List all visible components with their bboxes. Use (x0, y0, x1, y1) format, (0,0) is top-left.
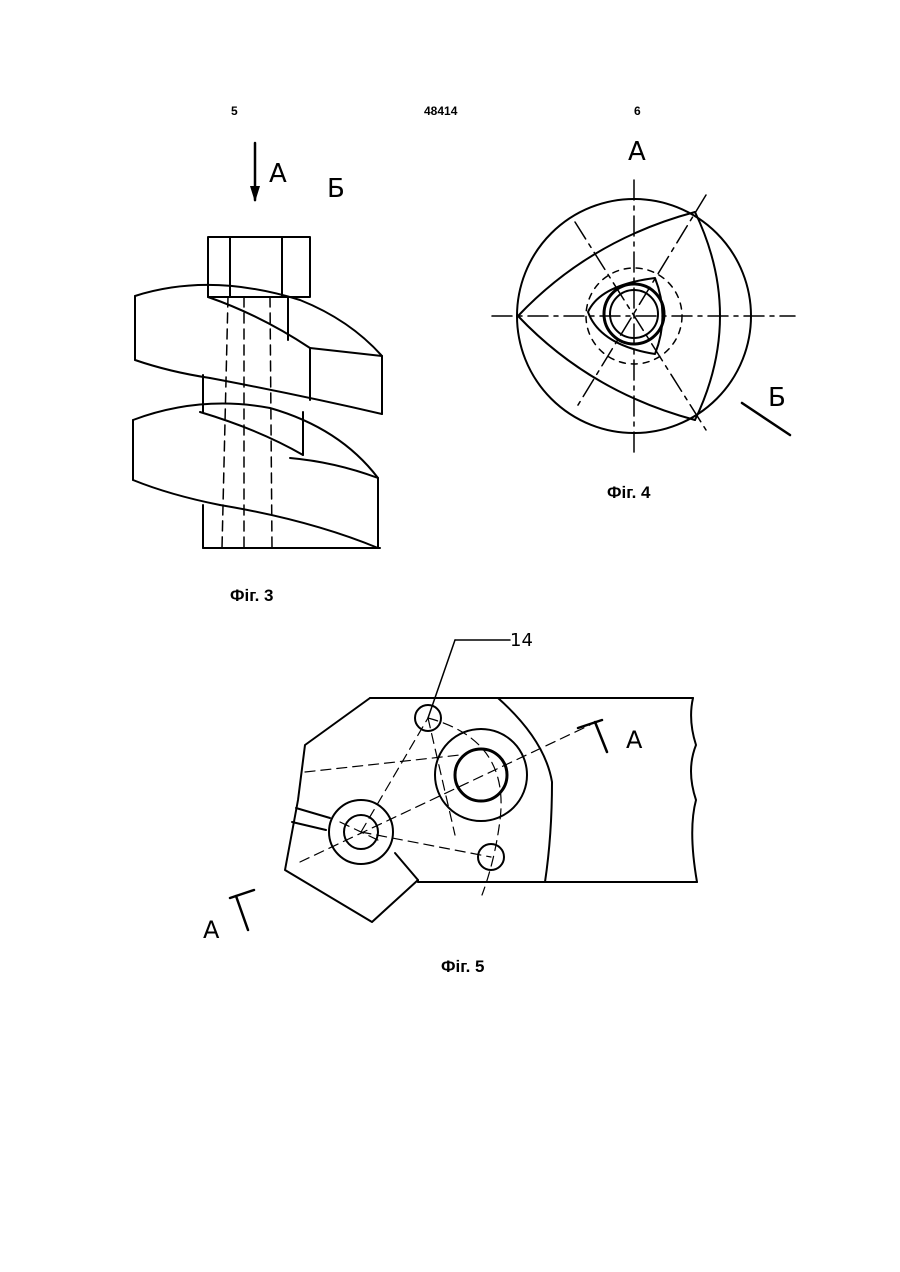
figure-4-drawing: А Б (492, 137, 795, 455)
figure-3-drawing: А Б (133, 143, 382, 548)
fig3-label-a: А (269, 159, 287, 189)
figure-5-caption: Фіг. 5 (441, 957, 485, 977)
fig3-label-b: Б (327, 174, 345, 204)
figure-5-drawing: 14 А А (203, 630, 697, 944)
fig5-label-a-left: А (203, 916, 220, 944)
fig5-label-a-right: А (626, 726, 643, 754)
fig4-label-a: А (628, 137, 646, 167)
fig5-callout-14: 14 (510, 630, 533, 651)
figure-4-caption: Фіг. 4 (607, 483, 651, 503)
fig4-label-b: Б (768, 383, 786, 413)
figure-3-caption: Фіг. 3 (230, 586, 274, 606)
